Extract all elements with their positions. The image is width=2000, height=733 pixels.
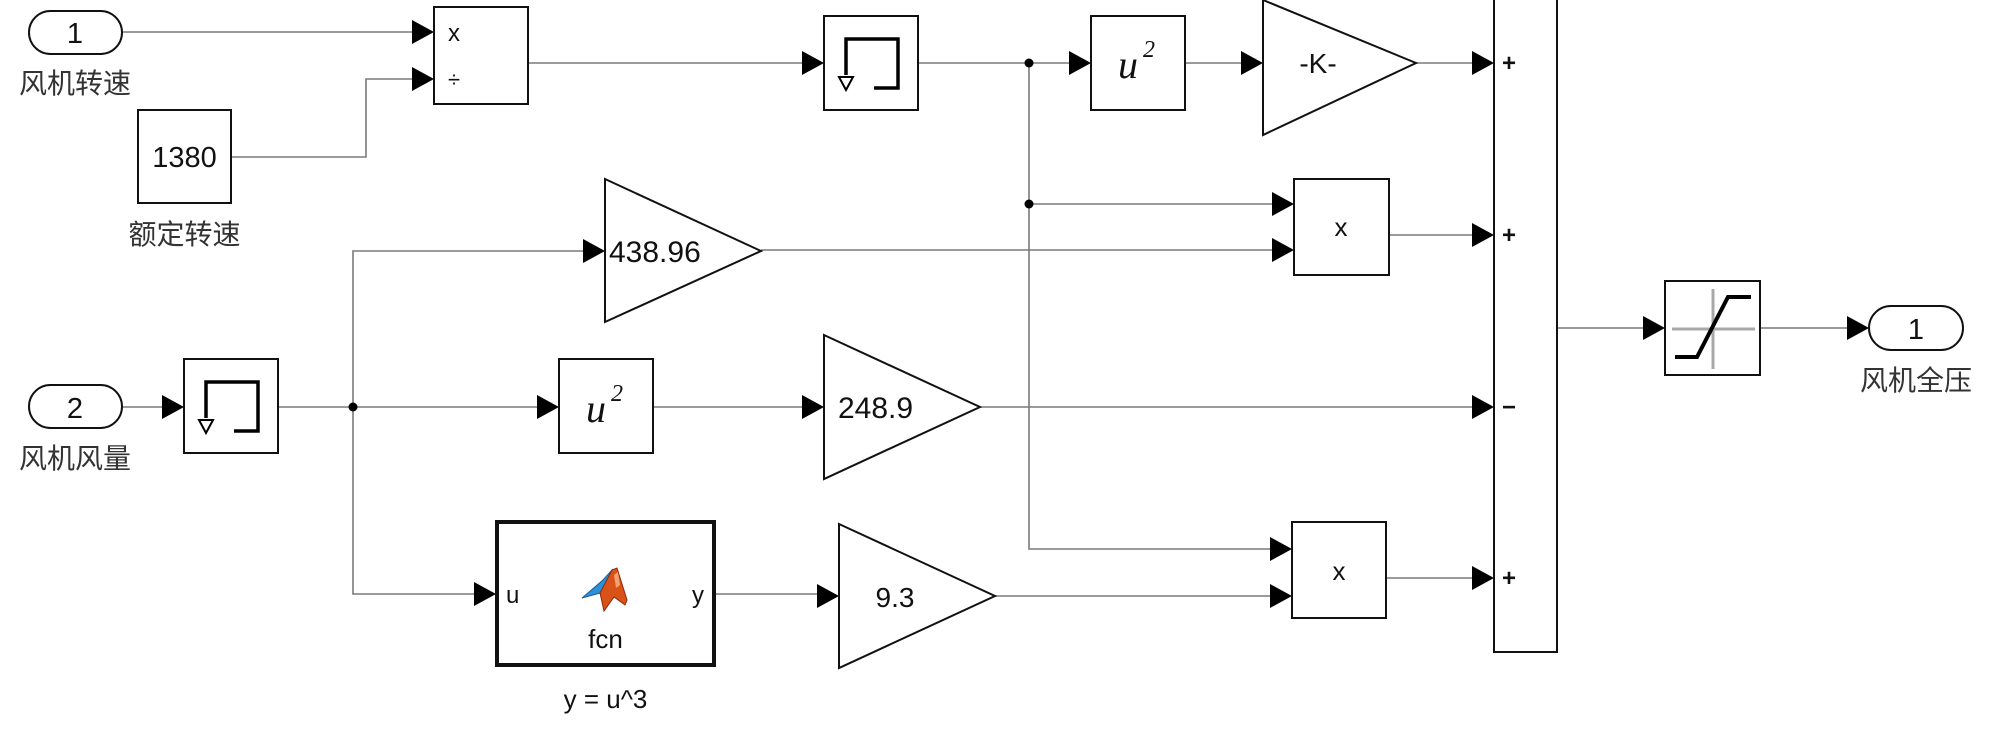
zoh-arrow-icon: [197, 419, 215, 436]
wire-flow-to-g438[interactable]: [352, 250, 583, 407]
sum-sign-1: +: [1502, 50, 1516, 77]
constant-label: 额定转速: [128, 218, 240, 251]
arrowhead: [412, 67, 434, 91]
gain-block-438-96[interactable]: 438.96: [604, 177, 764, 324]
product-block-2[interactable]: x: [1291, 521, 1387, 619]
wire-flow-to-fcn[interactable]: [352, 407, 474, 595]
arrowheads: [162, 20, 1869, 608]
arrowhead: [474, 582, 496, 606]
gain-438-96-value: 438.96: [609, 236, 701, 269]
arrowhead: [1069, 51, 1091, 75]
arrowhead: [1272, 238, 1294, 262]
saturation-icon: [1675, 295, 1751, 359]
arrowhead: [1270, 537, 1292, 561]
inport-2-number: 2: [67, 393, 83, 425]
gain-9-3-value: 9.3: [876, 582, 915, 613]
divide-sign-divide: ÷: [448, 67, 460, 92]
wire-const-to-divide[interactable]: [231, 78, 412, 158]
sum-block[interactable]: + + − +: [1493, 0, 1558, 653]
branch-point: [1024, 199, 1034, 209]
arrowhead: [1272, 192, 1294, 216]
inport-1-number: 1: [67, 18, 83, 50]
square-block-1[interactable]: u 2: [1090, 15, 1186, 111]
arrowhead: [412, 20, 434, 44]
gain-block-k[interactable]: -K-: [1262, 0, 1419, 137]
divide-block[interactable]: x ÷: [433, 6, 529, 105]
zero-order-hold-icon: [844, 37, 900, 90]
fcn-input-port-label: u: [506, 582, 519, 609]
outport-1-block[interactable]: 1 风机全压: [1860, 305, 1972, 397]
branch-point: [1024, 58, 1034, 68]
gain-k-value: -K-: [1299, 48, 1336, 79]
gain-248-9-value: 248.9: [838, 392, 913, 425]
arrowhead: [1241, 51, 1263, 75]
inport-2-label: 风机风量: [19, 442, 131, 475]
fcn-output-port-label: y: [692, 582, 704, 609]
saturation-block[interactable]: [1664, 280, 1761, 376]
square-base: u: [1118, 42, 1138, 87]
arrowhead: [802, 395, 824, 419]
fcn-annotation: y = u^3: [564, 684, 648, 714]
arrowhead: [162, 395, 184, 419]
signal-lines: [122, 31, 1847, 597]
square-block-2[interactable]: u 2: [558, 358, 654, 454]
zero-order-hold-icon: [204, 380, 260, 433]
sum-sign-4: +: [1502, 565, 1516, 592]
inport-1-label: 风机转速: [19, 67, 131, 100]
zero-order-hold-block-2[interactable]: [183, 358, 279, 454]
outport-1-label: 风机全压: [1860, 364, 1972, 397]
arrowhead: [1472, 566, 1494, 590]
arrowhead: [1847, 316, 1869, 340]
arrowhead: [817, 584, 839, 608]
arrowhead: [583, 239, 605, 263]
product-block-1[interactable]: x: [1293, 178, 1390, 276]
arrowhead: [802, 51, 824, 75]
wire-speed-branch[interactable]: [1028, 63, 1270, 550]
square-exponent: 2: [1143, 37, 1155, 63]
branch-point: [348, 402, 358, 412]
matlab-function-block[interactable]: u y fcn y = u^3: [495, 520, 716, 714]
product-2-sign: x: [1333, 556, 1346, 586]
outport-1-number: 1: [1908, 314, 1924, 346]
matlab-logo-icon: [581, 567, 628, 613]
arrowhead: [1270, 584, 1292, 608]
zoh-arrow-icon: [837, 76, 855, 93]
sum-sign-3: −: [1502, 394, 1516, 421]
arrowhead: [537, 395, 559, 419]
product-1-sign: x: [1335, 212, 1348, 242]
constant-value: 1380: [152, 142, 217, 174]
gain-block-248-9[interactable]: 248.9: [823, 333, 983, 481]
inport-2-block[interactable]: 2 风机风量: [19, 384, 131, 475]
square-exponent: 2: [611, 381, 623, 407]
square-base: u: [586, 386, 606, 431]
sum-sign-2: +: [1502, 222, 1516, 249]
divide-sign-multiply: x: [448, 20, 460, 47]
arrowhead: [1472, 223, 1494, 247]
constant-block[interactable]: 1380 额定转速: [128, 109, 241, 251]
arrowhead: [1472, 51, 1494, 75]
zero-order-hold-block-1[interactable]: [823, 15, 919, 111]
arrowhead: [1472, 395, 1494, 419]
fcn-name: fcn: [588, 624, 623, 654]
gain-block-9-3[interactable]: 9.3: [838, 522, 998, 670]
inport-1-block[interactable]: 1 风机转速: [19, 10, 131, 100]
arrowhead: [1643, 316, 1665, 340]
